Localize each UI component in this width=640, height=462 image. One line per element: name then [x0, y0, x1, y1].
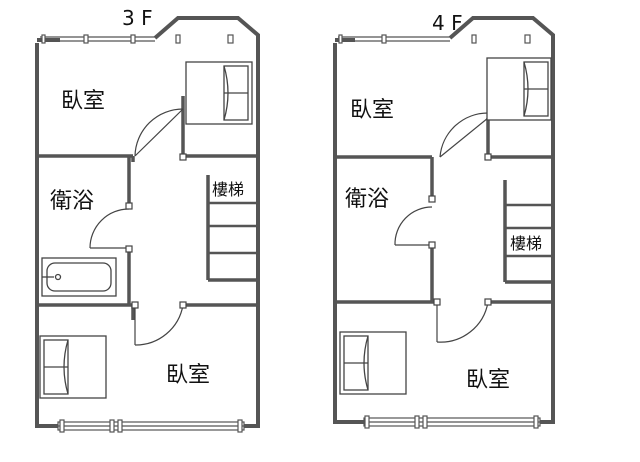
exterior-walls-3f — [35, 16, 260, 428]
top-windows-3f — [40, 34, 234, 44]
bed-bottom-3f — [39, 335, 107, 399]
bed-top-4f — [486, 57, 552, 121]
room-label-bathroom-4f: 衛浴 — [345, 187, 389, 212]
room-label-bathroom-3f: 衛浴 — [50, 189, 94, 214]
bottom-windows-3f — [57, 419, 245, 433]
interior-walls-3f — [37, 96, 258, 320]
bathtub-3f — [41, 257, 117, 297]
stair-treads-4f — [505, 203, 553, 258]
floor-plan-3f: 3 F — [35, 6, 260, 433]
floor-plan-4f: 4 F — [333, 11, 555, 429]
room-label-stairs-3f: 樓梯 — [212, 180, 244, 199]
bottom-windows-4f — [363, 415, 541, 429]
stair-treads-3f — [208, 201, 258, 255]
exterior-walls-4f — [333, 16, 555, 424]
interior-walls-4f — [335, 118, 553, 304]
room-label-bottom-bedroom-3f: 臥室 — [166, 363, 210, 388]
bed-bottom-4f — [339, 331, 407, 395]
top-windows-4f — [338, 34, 531, 44]
room-label-bottom-bedroom-4f: 臥室 — [466, 368, 510, 393]
room-label-top-bedroom-3f: 臥室 — [61, 89, 105, 114]
floor-label-3f: 3 F — [122, 6, 153, 30]
bed-top-3f — [185, 61, 253, 125]
doors-4f — [394, 112, 492, 343]
room-label-stairs-4f: 樓梯 — [510, 234, 542, 253]
doors-3f — [89, 108, 187, 346]
room-label-top-bedroom-4f: 臥室 — [350, 98, 394, 123]
